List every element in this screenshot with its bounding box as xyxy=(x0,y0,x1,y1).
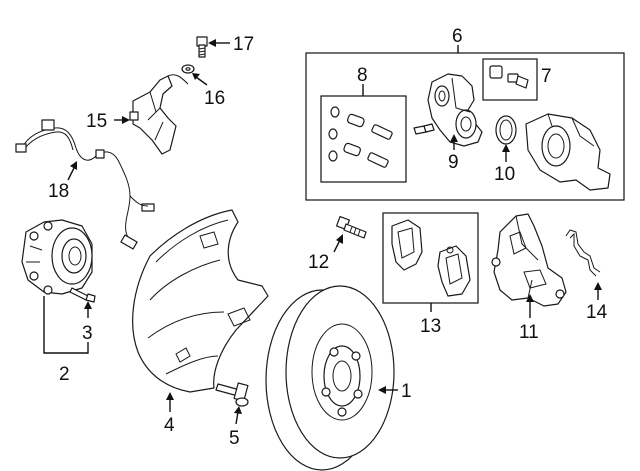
brake-pads-part-13 xyxy=(391,219,471,297)
bleeder-cap-part-7 xyxy=(489,65,529,89)
group-box-6 xyxy=(305,52,625,201)
leader-16 xyxy=(192,73,208,86)
callout-8: 8 xyxy=(357,65,368,86)
sensor-bracket-part-15 xyxy=(129,74,189,155)
sensor-harness-part-18 xyxy=(15,119,155,250)
leader-12 xyxy=(333,234,343,253)
callout-17: 17 xyxy=(233,34,254,55)
leader-15 xyxy=(114,116,130,124)
callout-14: 14 xyxy=(586,302,608,323)
callout-10: 10 xyxy=(494,164,515,185)
callout-16: 16 xyxy=(204,88,225,109)
caliper-motor-part-9 xyxy=(427,73,483,147)
bolt-part-5 xyxy=(215,382,249,407)
leader-9 xyxy=(450,134,458,150)
callout-6: 6 xyxy=(452,26,463,47)
leader-14 xyxy=(594,282,602,300)
callout-7: 7 xyxy=(541,66,552,87)
leader-10 xyxy=(502,144,510,162)
callout-4: 4 xyxy=(164,415,175,436)
leader-11 xyxy=(526,294,534,318)
leader-4 xyxy=(166,392,174,412)
leader-5 xyxy=(234,406,242,425)
leader-2 xyxy=(43,296,89,354)
bleeder-bolt xyxy=(413,123,435,135)
callout-2: 2 xyxy=(59,364,70,385)
hub-bearing-part-2 xyxy=(21,219,93,295)
guide-pin-kit-part-8 xyxy=(328,106,393,168)
bolt-part-12 xyxy=(335,215,367,239)
bolt-part-17 xyxy=(196,36,208,58)
caliper-housing xyxy=(525,113,611,191)
brake-rotor-part-1 xyxy=(265,285,395,471)
spring-clip-part-14 xyxy=(565,229,601,277)
callout-9: 9 xyxy=(448,152,459,173)
leader-3 xyxy=(84,301,92,318)
group-box-7 xyxy=(482,58,538,101)
callout-5: 5 xyxy=(229,428,240,449)
leader-18 xyxy=(67,161,77,181)
callout-3: 3 xyxy=(82,323,93,344)
washer-part-16 xyxy=(181,64,195,74)
leader-1 xyxy=(378,386,398,394)
bolt-part-3 xyxy=(69,287,96,303)
callout-13: 13 xyxy=(420,316,441,337)
callout-15: 15 xyxy=(86,111,107,132)
leader-17 xyxy=(208,39,230,47)
caliper-bracket-part-11 xyxy=(491,213,567,307)
callout-11: 11 xyxy=(519,322,539,343)
callout-1: 1 xyxy=(401,381,412,402)
seal-ring-part-10 xyxy=(495,115,517,145)
callout-12: 12 xyxy=(308,252,329,273)
dust-shield-part-4 xyxy=(132,209,269,393)
callout-18: 18 xyxy=(48,181,69,202)
